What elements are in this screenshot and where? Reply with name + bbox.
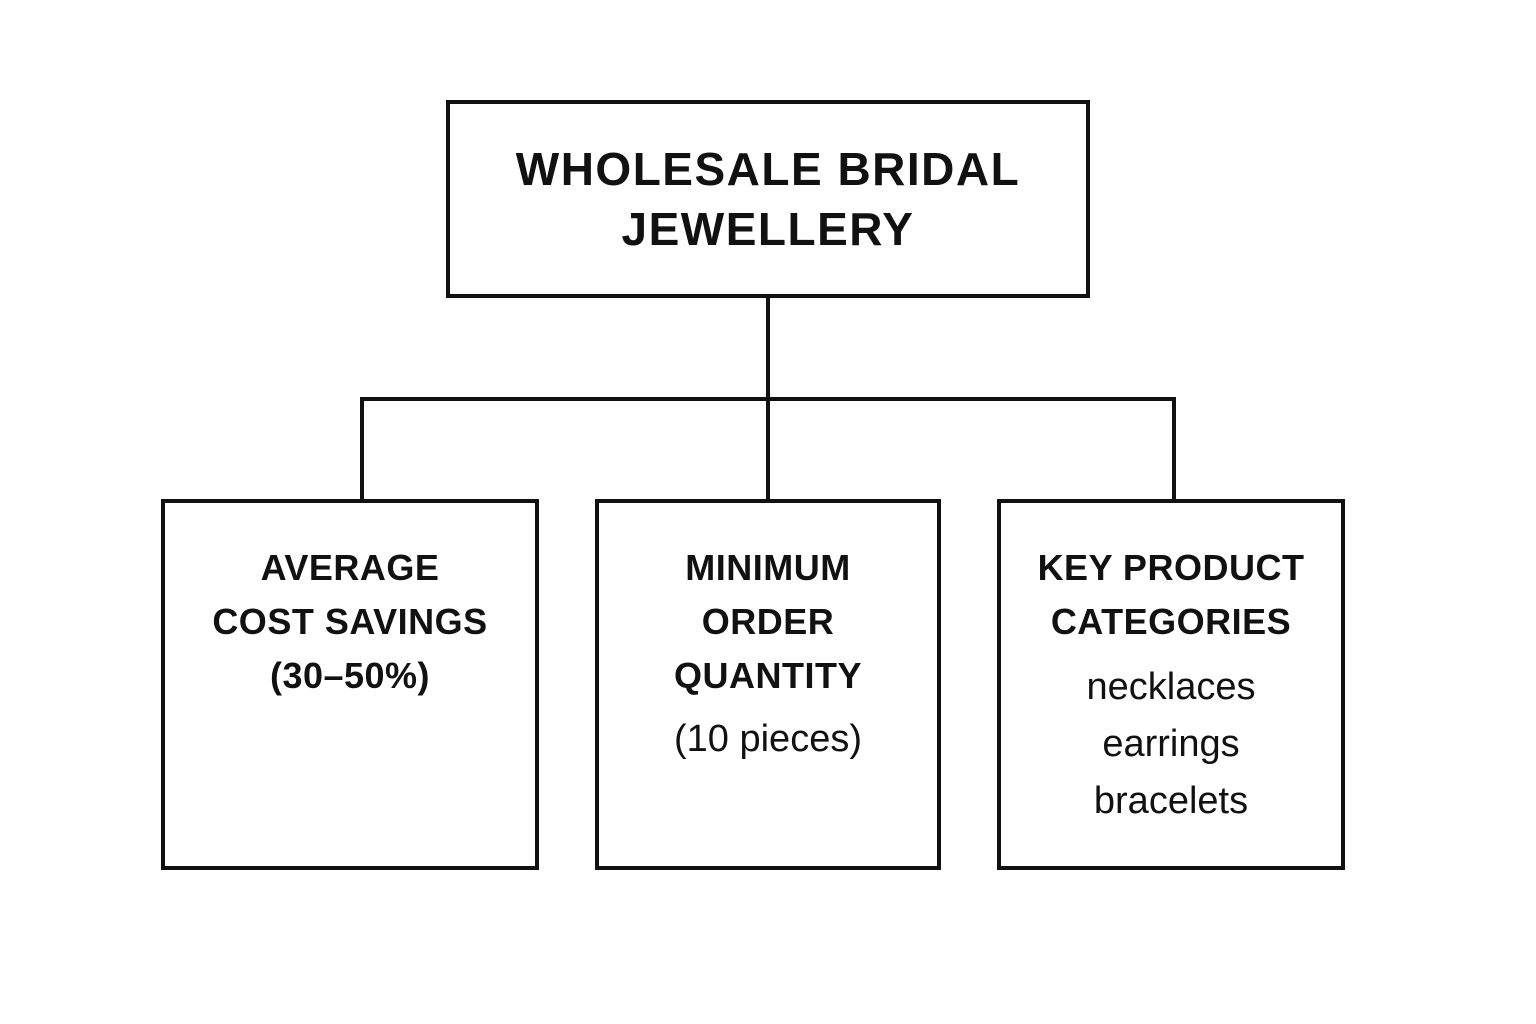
category-item-earrings: earrings xyxy=(1102,723,1240,765)
root-title-line-2: JEWELLERY xyxy=(621,203,915,255)
moq-heading-line-1: MINIMUM xyxy=(685,547,851,588)
child-node-average-cost-savings: AVERAGE COST SAVINGS (30–50%) xyxy=(161,499,539,870)
category-list: necklaces earrings bracelets xyxy=(1001,659,1341,830)
root-title-line-1: WHOLESALE BRIDAL xyxy=(515,143,1021,195)
cost-heading-line-2: COST SAVINGS xyxy=(212,601,488,642)
category-item-necklaces: necklaces xyxy=(1086,666,1256,708)
moq-detail-text: (10 pieces) xyxy=(674,718,862,760)
categories-heading-line-2: CATEGORIES xyxy=(1050,601,1292,642)
child-node-minimum-order-quantity: MINIMUM ORDER QUANTITY (10 pieces) xyxy=(595,499,941,870)
category-item-bracelets: bracelets xyxy=(1093,780,1249,822)
categories-heading-line-1: KEY PRODUCT xyxy=(1037,547,1305,588)
root-node-wholesale-bridal-jewellery: WHOLESALE BRIDAL JEWELLERY xyxy=(446,100,1090,298)
moq-heading-line-2: ORDER xyxy=(701,601,835,642)
cost-heading-line-1: AVERAGE xyxy=(260,547,440,588)
cost-heading-line-3: (30–50%) xyxy=(269,655,431,696)
child-node-key-product-categories: KEY PRODUCT CATEGORIES necklaces earring… xyxy=(997,499,1345,870)
moq-heading-line-3: QUANTITY xyxy=(674,655,862,696)
